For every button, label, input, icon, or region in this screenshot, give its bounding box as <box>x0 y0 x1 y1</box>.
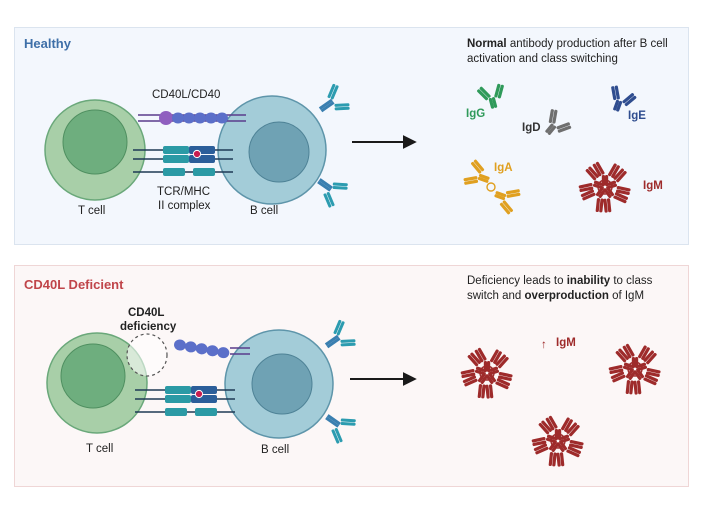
healthy-note: Normal antibody production after B cell … <box>467 37 677 67</box>
deficient-b-cell <box>224 329 334 439</box>
label-cd40l-deficiency-1: CD40L <box>128 307 164 319</box>
igm-pentamer-2 <box>607 343 665 398</box>
label-igm-up: IgM <box>556 337 576 349</box>
label-igd: IgD <box>522 122 541 134</box>
iga-antibody <box>461 157 523 217</box>
deficient-t-cell <box>46 332 148 434</box>
healthy-t-cell <box>44 99 146 201</box>
deficient-note-4: overproduction <box>524 290 609 302</box>
deficient-note-5: of IgM <box>608 290 645 302</box>
igg-antibody <box>475 80 510 112</box>
label-tcr-mhc-1: TCR/MHC <box>157 186 210 198</box>
label-iga: IgA <box>494 162 513 174</box>
label-cd40l-cd40: CD40L/CD40 <box>152 89 220 101</box>
label-t-cell-deficient: T cell <box>86 443 113 455</box>
healthy-note-bold: Normal <box>467 38 507 50</box>
healthy-b-cell <box>217 95 327 205</box>
deficient-note-2: inability <box>566 275 611 287</box>
deficient-cd40-chain <box>173 338 250 360</box>
label-b-cell-healthy: B cell <box>250 205 278 217</box>
label-igm-healthy: IgM <box>643 180 663 192</box>
igd-antibody <box>537 106 575 144</box>
label-tcr-mhc-2: II complex <box>158 200 211 212</box>
healthy-cd40-complex <box>138 111 246 125</box>
igm-pentamer-healthy <box>577 161 635 216</box>
deficient-note-3: to class switch and <box>467 275 653 302</box>
label-b-cell-deficient: B cell <box>261 444 289 456</box>
healthy-note-text: antibody production after B cell activat… <box>467 38 668 65</box>
healthy-title: Healthy <box>24 36 71 51</box>
missing-cd40l-marker <box>126 333 168 377</box>
up-arrow-icon: ↑ <box>541 339 547 351</box>
label-ige: IgE <box>628 110 646 122</box>
label-t-cell-healthy: T cell <box>78 205 105 217</box>
deficient-title: CD40L Deficient <box>24 277 124 292</box>
deficient-note: Deficiency leads to inability to class s… <box>467 274 677 304</box>
label-cd40l-deficiency-2: deficiency <box>120 321 177 333</box>
igm-pentamer-1 <box>459 347 517 402</box>
deficient-tcr-complex <box>134 385 236 417</box>
deficient-note-1: Deficiency leads to <box>467 275 567 287</box>
label-igg: IgG <box>466 108 485 120</box>
igm-pentamer-3 <box>530 415 588 470</box>
healthy-tcr-complex <box>132 145 234 177</box>
